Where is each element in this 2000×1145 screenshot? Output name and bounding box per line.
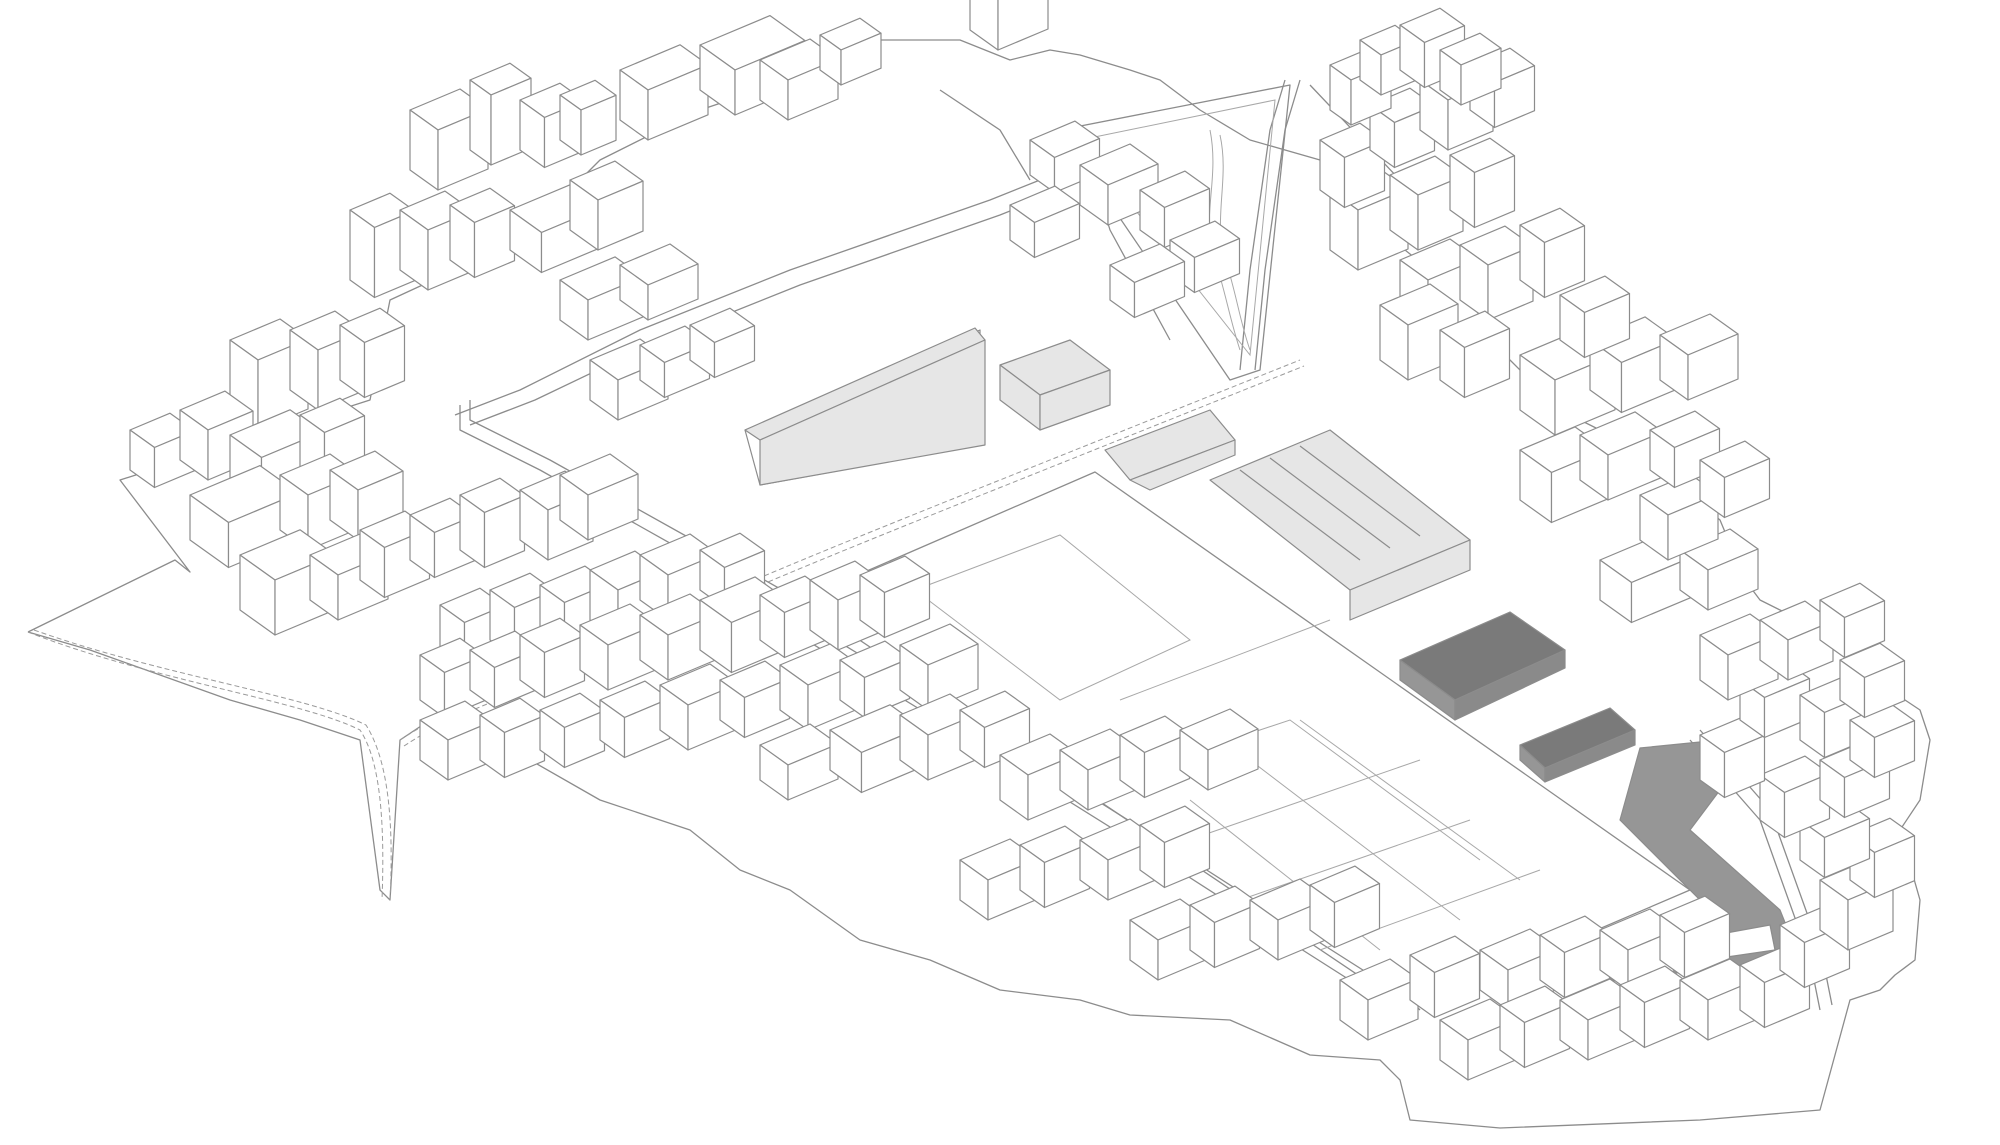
- white-building: [539, 692, 606, 769]
- white-building: [1139, 805, 1211, 889]
- white-building: [1619, 965, 1691, 1049]
- white-building: [1699, 717, 1766, 799]
- white-building: [839, 640, 911, 719]
- white-building: [339, 307, 406, 399]
- white-building: [559, 79, 617, 156]
- white-building: [859, 555, 931, 639]
- white-building: [1559, 275, 1631, 359]
- white-building: [619, 44, 709, 141]
- white-building: [1819, 582, 1886, 659]
- white-building: [1599, 908, 1679, 991]
- white-building: [619, 243, 699, 321]
- white-building: [1029, 120, 1101, 194]
- white-building: [1339, 958, 1419, 1041]
- white-building: [1109, 243, 1186, 319]
- white-building: [1839, 642, 1906, 719]
- white-building: [1449, 137, 1516, 229]
- white-building: [1699, 440, 1771, 519]
- white-building: [519, 617, 586, 699]
- white-building: [819, 17, 882, 86]
- white-building: [1499, 985, 1571, 1069]
- light-block-cube: [999, 339, 1111, 431]
- white-building: [1009, 185, 1081, 259]
- white-building: [969, 0, 1049, 51]
- white-building: [1409, 935, 1481, 1019]
- white-building: [1739, 660, 1811, 739]
- white-building: [999, 733, 1079, 821]
- light-block-long: [744, 327, 986, 486]
- white-building: [1179, 708, 1259, 791]
- white-building: [459, 477, 526, 569]
- white-building: [1399, 7, 1466, 89]
- white-building: [1309, 865, 1381, 949]
- dark-block-small: [1519, 707, 1636, 783]
- white-building: [1659, 313, 1739, 401]
- white-building: [689, 307, 756, 379]
- white-building: [569, 160, 644, 251]
- dark-block-large: [1399, 611, 1566, 721]
- white-building: [719, 660, 791, 739]
- white-building: [559, 453, 639, 541]
- white-building: [1539, 915, 1611, 999]
- white-buildings-layer: [129, 0, 1916, 1081]
- white-building: [1579, 411, 1664, 501]
- white-building: [599, 680, 671, 759]
- light-block-comb: [1209, 429, 1471, 621]
- white-building: [419, 700, 494, 781]
- white-building: [759, 723, 839, 801]
- white-building: [1189, 885, 1261, 969]
- white-building: [1679, 528, 1759, 611]
- white-building: [899, 623, 979, 711]
- white-building: [1119, 715, 1191, 799]
- white-building: [1019, 825, 1091, 909]
- white-building: [1639, 473, 1719, 561]
- white-building: [409, 497, 476, 579]
- site-boundary: [27, 39, 1931, 1129]
- white-building: [1439, 32, 1502, 106]
- white-building: [479, 697, 546, 779]
- light-block-roofed: [1104, 409, 1236, 491]
- white-building: [659, 663, 739, 751]
- white-building: [449, 187, 516, 279]
- white-building: [1849, 702, 1916, 779]
- white-building: [1679, 958, 1759, 1041]
- railway-lines: [27, 359, 1305, 901]
- white-building: [419, 637, 486, 719]
- white-building: [1439, 310, 1511, 399]
- white-building: [1519, 207, 1586, 299]
